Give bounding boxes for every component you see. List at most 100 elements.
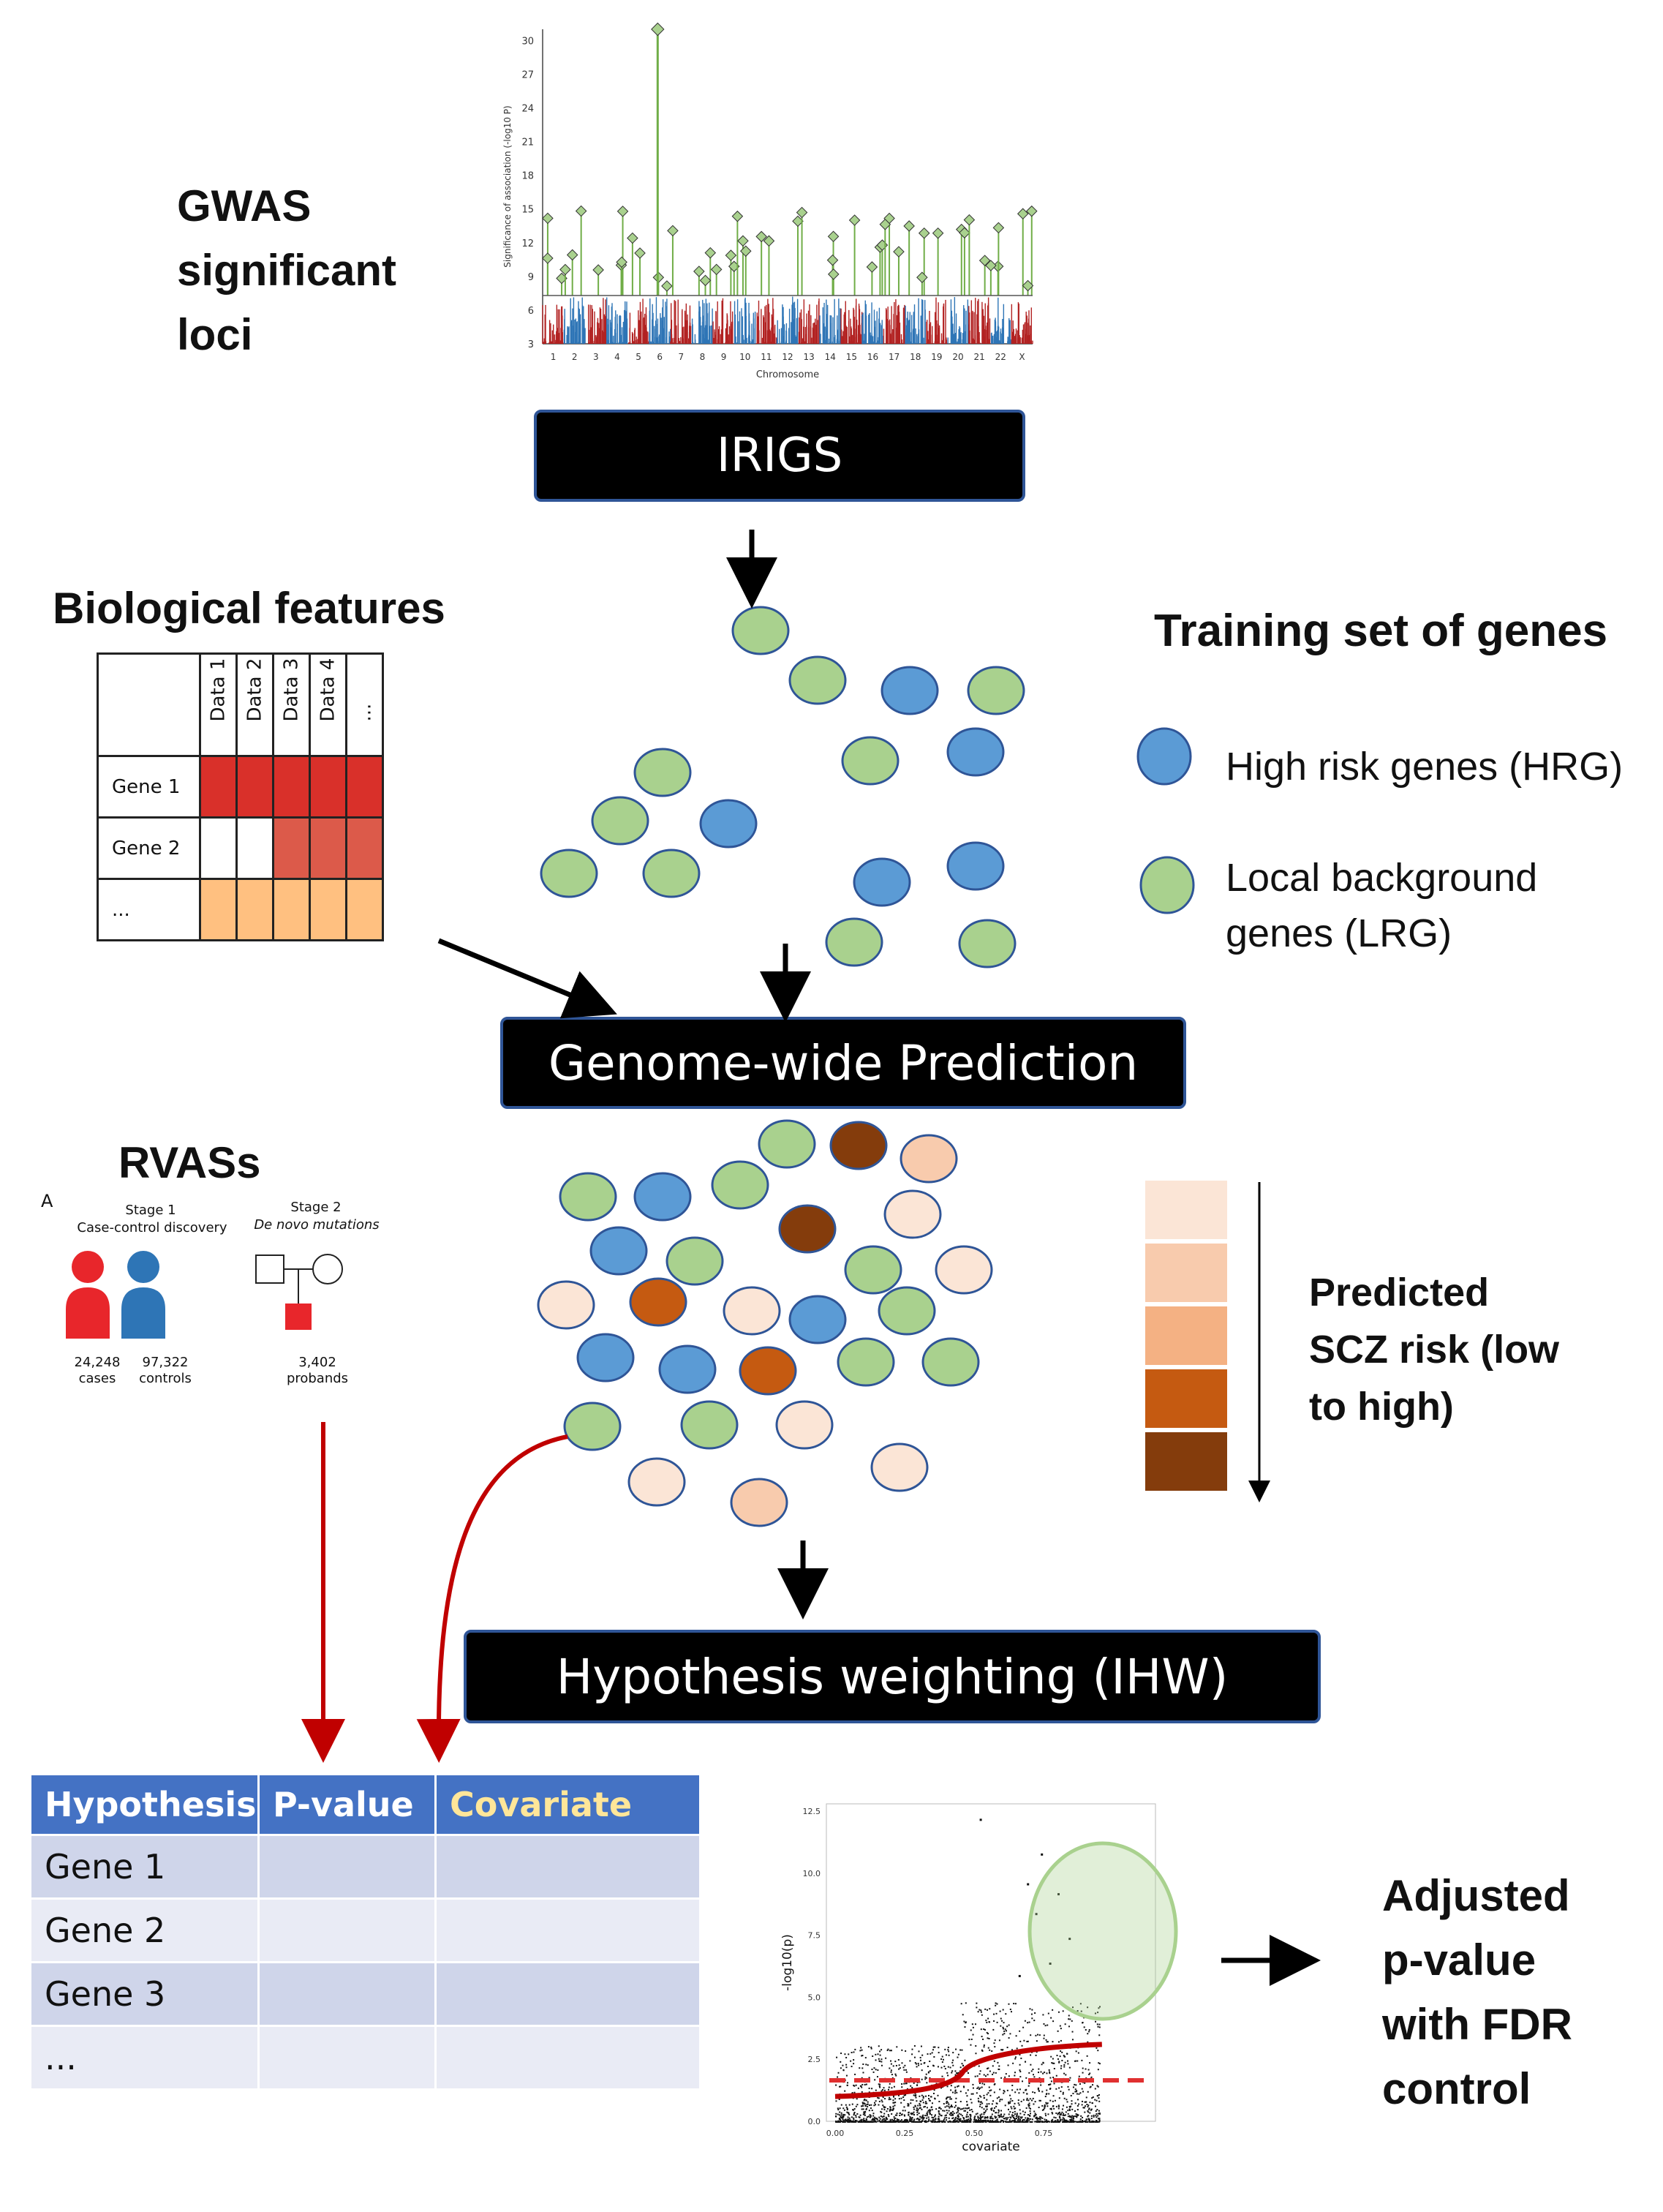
- risk-legend-line-2: SCZ risk (low: [1309, 1328, 1560, 1372]
- ihw-point: [970, 2114, 972, 2116]
- ihw-point: [917, 2121, 919, 2123]
- ihw-point: [949, 2107, 951, 2109]
- ihw-point: [952, 2121, 954, 2123]
- ihw-point: [1045, 2039, 1047, 2041]
- ihw-point: [959, 2049, 962, 2051]
- ihw-point: [1041, 2064, 1043, 2066]
- ihw-point: [1041, 2121, 1044, 2123]
- ihw-point: [1095, 2105, 1097, 2107]
- ihw-point: [875, 2053, 877, 2055]
- ihw-point: [1018, 2092, 1020, 2094]
- gwas-chrom-tick-label: 17: [889, 352, 900, 362]
- ihw-point: [1096, 2116, 1098, 2118]
- ihw-point: [886, 2117, 888, 2119]
- ihw-point: [1096, 2121, 1098, 2123]
- ihw-point: [1041, 2117, 1044, 2119]
- ihw-point: [845, 2056, 848, 2058]
- ihw-point: [1067, 2121, 1069, 2123]
- ihw-point: [969, 2109, 971, 2111]
- gwas-hit-diamond: [893, 246, 905, 257]
- predicted-gene-node: [788, 1295, 847, 1344]
- ihw-point: [965, 2121, 968, 2123]
- ihw-point: [862, 2121, 864, 2123]
- ihw-point: [988, 2021, 990, 2023]
- ihw-point: [969, 2120, 971, 2122]
- ihw-point: [938, 2047, 940, 2049]
- ihw-point: [864, 2081, 866, 2083]
- training-gene-node: [591, 796, 649, 846]
- ihw-point: [892, 2065, 894, 2067]
- ihw-point: [977, 2086, 979, 2088]
- ihw-point: [966, 2113, 968, 2115]
- ihw-point: [968, 2107, 970, 2109]
- ihw-point: [863, 2099, 865, 2102]
- ihw-point: [992, 2073, 994, 2075]
- ihw-point: [1052, 2121, 1055, 2123]
- ihw-point: [1018, 2104, 1020, 2106]
- matrix-cell: [309, 816, 347, 880]
- matrix-row-label: Gene 2: [97, 816, 201, 880]
- ihw-point: [992, 2100, 995, 2102]
- ihw-point: [927, 2113, 929, 2115]
- ihw-point: [966, 2104, 968, 2107]
- ihw-point: [975, 2118, 977, 2121]
- ihw-point: [846, 2107, 848, 2110]
- ihw-point: [873, 2104, 875, 2107]
- ihw-point: [854, 2096, 856, 2098]
- ihw-point: [1036, 2116, 1038, 2118]
- ihw-point: [925, 2095, 927, 2097]
- ihw-point: [869, 2114, 871, 2116]
- ihw-point: [1013, 2117, 1015, 2119]
- ihw-point: [985, 2121, 987, 2123]
- ihw-point: [883, 2109, 886, 2111]
- ihw-point: [1054, 2120, 1056, 2122]
- ihw-point: [910, 2085, 912, 2087]
- matrix-row-label: ...: [97, 878, 201, 941]
- ihw-point: [902, 2110, 904, 2112]
- ihw-point: [861, 2091, 863, 2093]
- ihw-point: [934, 2121, 936, 2123]
- ihw-point: [989, 2049, 991, 2051]
- ihw-point: [979, 2114, 981, 2116]
- ihw-point: [1052, 2058, 1054, 2060]
- ihw-point: [895, 2121, 897, 2123]
- ihw-point: [1007, 2117, 1009, 2119]
- ihw-point: [848, 2104, 851, 2106]
- ihw-point: [1098, 2113, 1100, 2115]
- ihw-point: [914, 2105, 916, 2107]
- ihw-point: [911, 2090, 913, 2092]
- ihw-point: [943, 2084, 946, 2086]
- adjusted-pvalue-label: Adjusted p-value with FDR control: [1382, 1864, 1572, 2121]
- ihw-point: [990, 2115, 992, 2118]
- gwas-chrom-tick-label: 2: [572, 352, 578, 362]
- ihw-point: [963, 2086, 965, 2088]
- ihw-point: [1003, 2030, 1006, 2032]
- ihw-point: [1076, 2093, 1078, 2095]
- ihw-point: [885, 2118, 887, 2120]
- ihw-point: [842, 2114, 845, 2116]
- ihw-point: [1087, 2033, 1089, 2035]
- ihw-point: [964, 2121, 966, 2123]
- ihw-point: [838, 2118, 840, 2120]
- ihw-point: [1085, 2121, 1087, 2123]
- ihw-point: [905, 2121, 908, 2123]
- ihw-point: [842, 2121, 845, 2123]
- ihw-point: [1071, 2118, 1073, 2121]
- risk-swatch: [1145, 1244, 1227, 1302]
- ihw-point: [1076, 2104, 1079, 2107]
- ihw-point: [1047, 2012, 1049, 2014]
- ihw-point: [957, 2085, 959, 2087]
- ihw-point: [981, 2014, 983, 2016]
- ihw-point: [948, 2105, 950, 2107]
- ihw-point: [885, 2116, 887, 2118]
- ihw-point: [1053, 2107, 1055, 2110]
- ihw-point: [958, 2119, 960, 2121]
- ihw-point: [889, 2096, 891, 2099]
- ihw-point: [1075, 2044, 1077, 2047]
- gwas-hit-diamond: [918, 227, 930, 239]
- ihw-point: [919, 2056, 921, 2058]
- gwas-hit-diamond: [883, 212, 895, 225]
- ihw-point: [1061, 2051, 1063, 2053]
- ihw-point: [978, 2009, 981, 2011]
- gwas-hit-diamond: [728, 260, 740, 272]
